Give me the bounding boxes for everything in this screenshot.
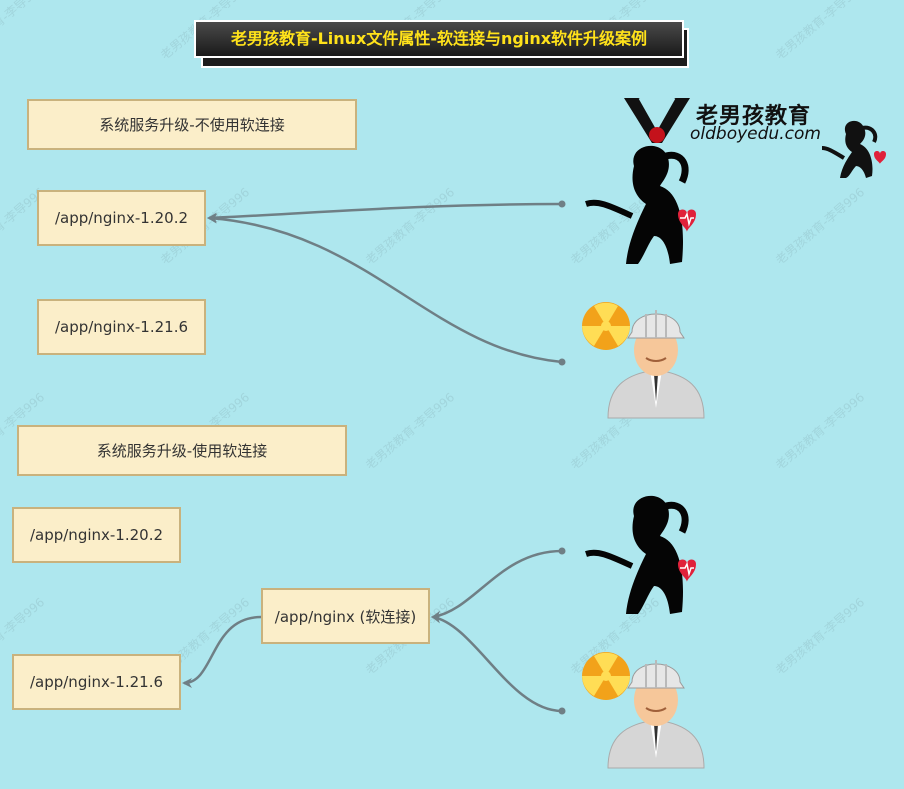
arrow-symlink-to-1-21-6 [182, 615, 262, 688]
box-nginx-1-20-2-top: /app/nginx-1.20.2 [37, 190, 206, 246]
worker-icon [582, 652, 705, 769]
arrow-worker-to-1-20-2 [207, 213, 563, 364]
box-nginx-1-21-6-top: /app/nginx-1.21.6 [37, 299, 206, 355]
woman-silhouette-icon [821, 120, 886, 178]
logo-brand: 老男孩教育 [696, 104, 812, 129]
page-title: 老男孩教育-Linux文件属性-软连接与nginx软件升级案例 [194, 20, 684, 58]
woman-silhouette-icon [585, 145, 696, 264]
radiation-icon [582, 652, 630, 700]
box-nginx-1-21-6-bottom: /app/nginx-1.21.6 [12, 654, 181, 710]
radiation-icon [582, 302, 630, 350]
section-label-with-symlink: 系统服务升级-使用软连接 [17, 425, 347, 476]
logo-v-icon [624, 97, 690, 143]
arrow-woman-to-1-20-2 [207, 202, 563, 223]
box-nginx-symlink: /app/nginx (软连接) [261, 588, 430, 644]
logo-site: oldboyedu.com [690, 124, 821, 144]
arrow-worker-to-symlink [431, 613, 563, 713]
section-label-no-symlink: 系统服务升级-不使用软连接 [27, 99, 357, 150]
woman-silhouette-icon [585, 495, 696, 614]
arrow-woman-to-symlink [431, 549, 563, 621]
worker-icon [582, 302, 705, 419]
box-nginx-1-20-2-bottom: /app/nginx-1.20.2 [12, 507, 181, 563]
